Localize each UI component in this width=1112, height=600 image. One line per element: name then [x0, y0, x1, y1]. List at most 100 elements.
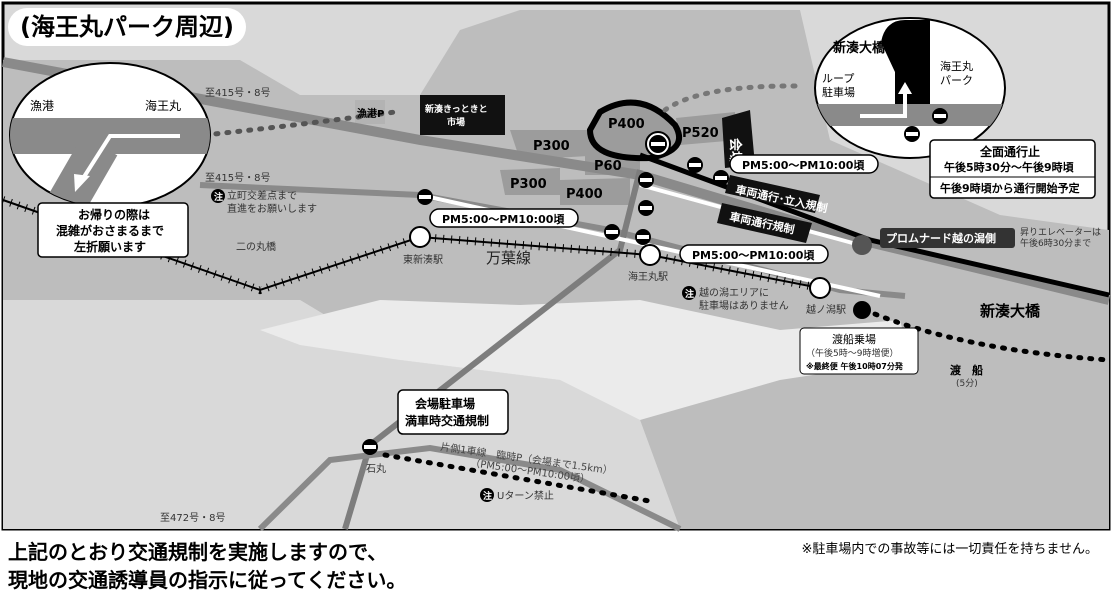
market-label-2: 市場	[447, 116, 465, 128]
closure-box	[929, 139, 1096, 199]
no-entry-sign	[417, 189, 433, 205]
station-kaiomaru	[639, 244, 661, 266]
parking-notice-line1: 会場駐車場	[415, 396, 475, 411]
time-box-3	[679, 244, 829, 264]
ferry-point	[853, 301, 871, 319]
ferry-stop-box	[799, 327, 919, 375]
road-ishimaru	[257, 444, 682, 532]
promenade-point	[852, 235, 872, 255]
time-label-1: PM5:00〜PM10:00頃	[742, 158, 865, 172]
parking-label-p400b: P400	[566, 187, 603, 202]
inset-left-label-left: 漁港	[30, 99, 54, 113]
station-label-koshinokata: 越ノ潟駅	[806, 303, 846, 316]
promenade-box	[880, 228, 1015, 248]
land-area	[3, 10, 1109, 529]
tatemachi-note-1: 立町交差点まで	[227, 189, 297, 202]
page-title: (海王丸パーク周辺)	[8, 8, 246, 46]
no-entry-sign	[645, 131, 671, 157]
no-entry-sign	[635, 229, 651, 245]
no-entry-sign	[604, 224, 620, 240]
parking-lot-p400b	[560, 178, 630, 205]
parking-label-p300b: P300	[510, 177, 547, 192]
ferry-label: 渡 船	[950, 363, 983, 377]
road-label-415b: 至415号・8号	[205, 172, 270, 184]
inset-right-park1: 海王丸	[940, 59, 973, 73]
road-label-415a: 至415号・8号	[205, 87, 270, 99]
station-label-higashi: 東新湊駅	[403, 253, 443, 266]
no-entry-sign	[904, 126, 920, 142]
road-diagonal	[342, 169, 643, 530]
inset-right-loop2: 駐車場	[822, 85, 855, 99]
closure-resume: 午後9時頃から通行開始予定	[940, 181, 1080, 195]
no-entry-sign	[362, 439, 378, 455]
parking-label-p300a: P300	[533, 139, 570, 154]
promenade-label: プロムナード越の潟側	[886, 231, 996, 245]
bridge-label: 新湊大橋	[980, 302, 1041, 320]
closure-time: 午後5時30分〜午後9時頃	[944, 160, 1075, 174]
ishimaru-label: 石丸	[366, 462, 386, 475]
inset-right-loop1: ループ	[822, 72, 854, 85]
inset-right-title: 新湊大橋	[833, 40, 886, 56]
ferry-stop-title: 渡船乗場	[832, 332, 876, 346]
no-parking-note-2: 駐車場はありません	[699, 299, 789, 312]
ferry-stop-last: ※最終便 午後10時07分発	[806, 361, 904, 371]
parking-lot-p300a	[510, 130, 605, 160]
restriction-bar-1	[725, 175, 820, 213]
footer-note: ※駐車場内での事故等には一切責任を持ちません。	[801, 542, 1098, 557]
temp-parking-road	[382, 452, 658, 505]
venue-block	[722, 110, 755, 168]
dotted-route-west	[202, 109, 398, 138]
no-entry-sign	[687, 157, 703, 173]
caution-icon	[682, 286, 696, 300]
elevator-note-2: 午後6時30分まで	[1020, 237, 1091, 249]
left-notice-line2: 混雑がおさまるまで	[56, 223, 164, 238]
parking-label-gyoko: 漁港P	[357, 107, 384, 120]
no-entry-sign	[638, 200, 654, 216]
market-block	[420, 95, 505, 135]
closure-title: 全面通行止	[979, 144, 1040, 159]
left-notice-box	[37, 202, 189, 258]
elevator-note-1: 昇りエレベーターは	[1020, 227, 1101, 238]
svg-text:注: 注	[685, 288, 694, 300]
ferry-stop-hours: （午後5時〜9時増便）	[806, 347, 898, 359]
manyo-line-label: 万葉線	[486, 249, 531, 267]
restriction-bar-2	[717, 203, 812, 243]
parking-label-p60: P60	[594, 159, 622, 174]
water-channel	[260, 300, 910, 420]
inset-right: 新湊大橋 ループ 駐車場 海王丸 パーク	[814, 17, 1006, 159]
parking-lot-p300b	[500, 168, 560, 195]
caution-icon	[480, 488, 494, 502]
station-label-kaiomaru: 海王丸駅	[628, 270, 668, 283]
uturn-note: Uターン禁止	[497, 490, 554, 502]
dotted-route-north	[662, 83, 803, 113]
svg-text:注: 注	[483, 490, 492, 502]
time-label-3: PM5:00〜PM10:00頃	[692, 248, 815, 262]
ninomaru-label: 二の丸橋	[236, 240, 276, 253]
left-notice-line3: 左折願います	[73, 239, 146, 254]
inset-left-label-right: 海王丸	[145, 98, 181, 113]
station-higashi-shinminato	[409, 226, 431, 248]
parking-notice-line2: 満車時交通規制	[405, 413, 489, 428]
time-box-1	[729, 154, 879, 174]
ferry-route	[862, 307, 1112, 363]
no-entry-sign	[932, 108, 948, 124]
station-koshinokata	[809, 277, 831, 299]
market-label-1: 新湊きっときと	[425, 103, 488, 115]
parking-label-p520: P520	[682, 126, 719, 141]
svg-text:注: 注	[214, 191, 223, 203]
parking-label-p400a: P400	[608, 117, 645, 132]
time-label-2: PM5:00〜PM10:00頃	[442, 212, 565, 226]
no-entry-sign	[638, 172, 654, 188]
left-notice-line1: お帰りの際は	[78, 207, 150, 222]
road-label-472: 至472号・8号	[160, 512, 225, 524]
inset-right-park2: パーク	[940, 74, 973, 87]
ferry-duration: (5分)	[956, 378, 978, 389]
time-box-2	[429, 208, 579, 228]
footer-line2: 現地の交通誘導員の指示に従ってください。	[8, 568, 407, 592]
no-entry-sign	[713, 170, 729, 186]
footer-line1: 上記のとおり交通規制を実施しますので、	[8, 540, 388, 564]
parking-notice-box	[397, 389, 509, 435]
land-south	[3, 300, 680, 529]
no-parking-note-1: 越の潟エリアに	[699, 286, 769, 299]
